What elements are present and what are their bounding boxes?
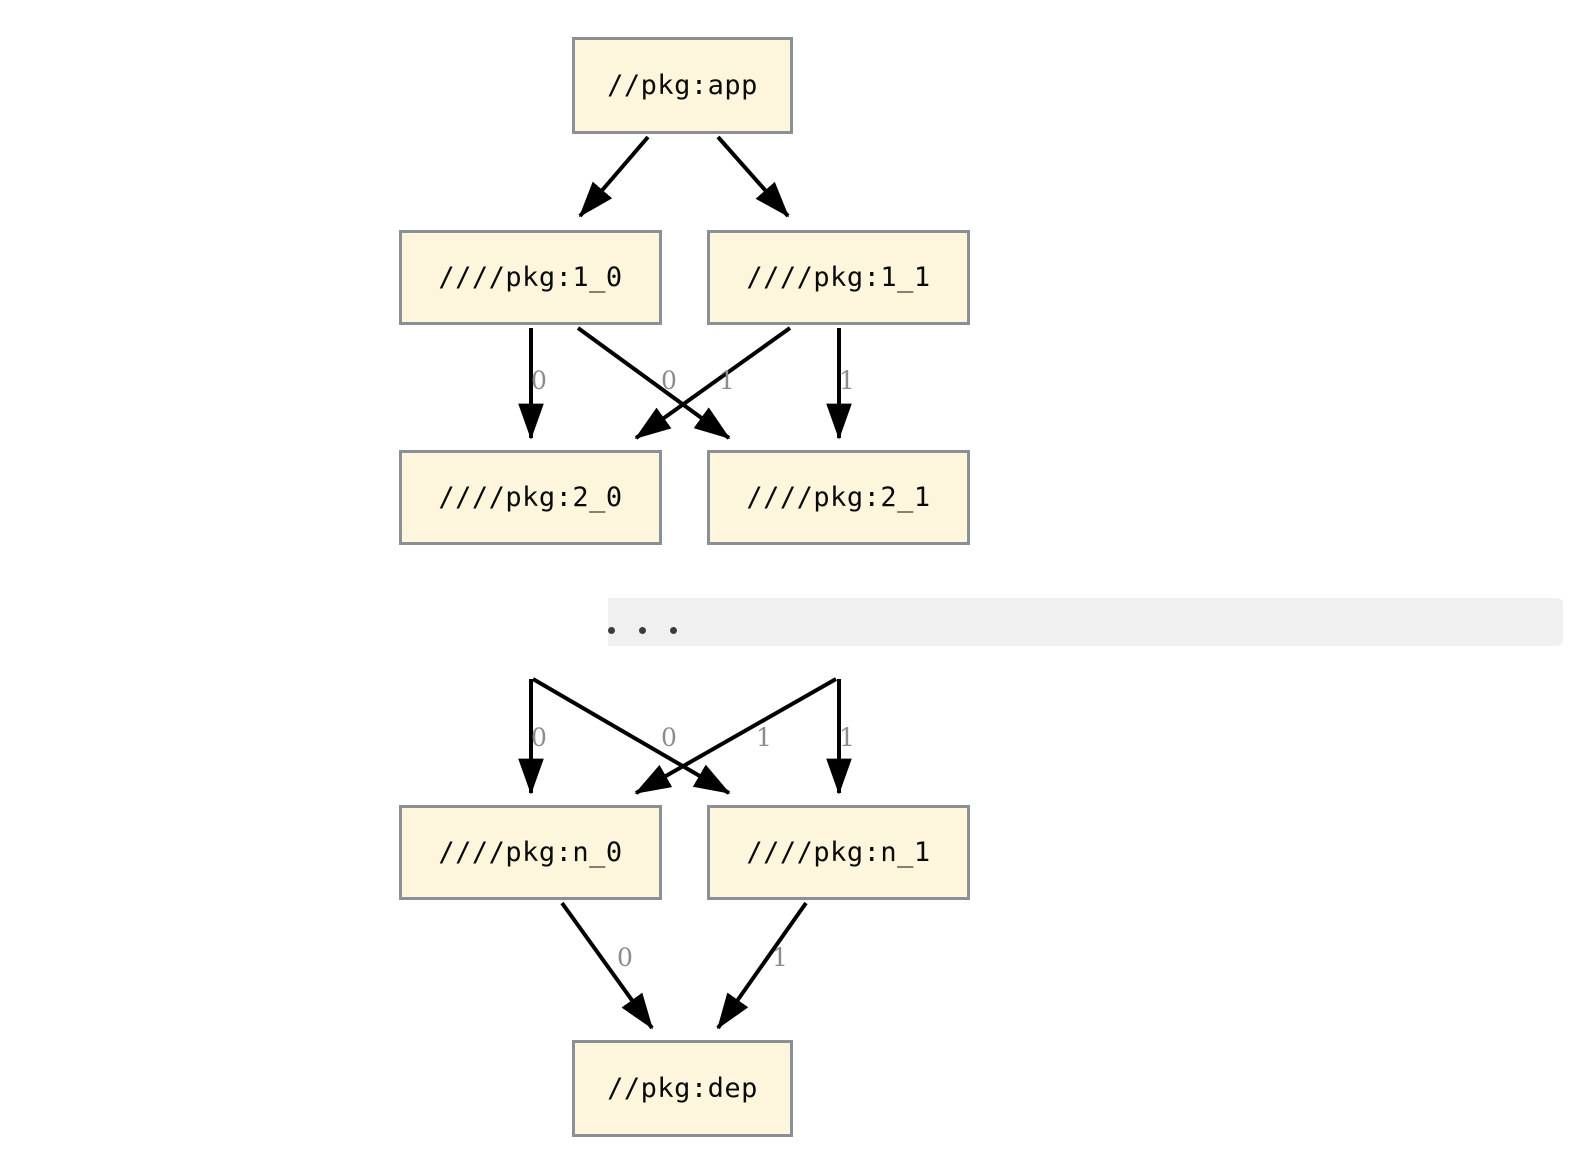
node-pkg-2_0-label: ////pkg:2_0	[438, 482, 623, 513]
edge-label-elided-n_0: 0	[531, 723, 547, 752]
edge-app-to-1_0	[578, 135, 650, 218]
edge-elided-alt-to-n_0	[634, 677, 837, 795]
node-pkg-n_0-label: ////pkg:n_0	[438, 837, 623, 868]
edge-n_1-to-dep	[716, 901, 808, 1030]
edge-label-1_0-2_0: 0	[531, 366, 547, 395]
edge-label-elided-alt-n_0: 1	[756, 723, 772, 752]
node-pkg-n_0[interactable]: ////pkg:n_0	[399, 805, 662, 900]
node-pkg-1_0-label: ////pkg:1_0	[438, 262, 623, 293]
edge-label-1_0-2_1: 0	[661, 366, 677, 395]
node-app[interactable]: //pkg:app	[572, 37, 793, 134]
edge-label-elided-alt-n_1: 1	[839, 723, 855, 752]
node-dep-label: //pkg:dep	[607, 1073, 758, 1104]
node-pkg-1_1[interactable]: ////pkg:1_1	[707, 230, 970, 325]
node-dep[interactable]: //pkg:dep	[572, 1040, 793, 1137]
node-pkg-1_0[interactable]: ////pkg:1_0	[399, 230, 662, 325]
edge-app-to-1_1	[716, 135, 790, 218]
node-pkg-2_1-label: ////pkg:2_1	[746, 482, 931, 513]
edge-label-1_1-2_1: 1	[839, 366, 855, 395]
ellipsis-dot	[670, 627, 677, 634]
edge-n_0-to-dep	[560, 901, 654, 1030]
node-pkg-2_1[interactable]: ////pkg:2_1	[707, 450, 970, 545]
node-pkg-n_1[interactable]: ////pkg:n_1	[707, 805, 970, 900]
node-pkg-n_1-label: ////pkg:n_1	[746, 837, 931, 868]
ellipsis-icon: ...	[600, 610, 720, 640]
elided-levels-band	[608, 598, 1563, 646]
node-app-label: //pkg:app	[607, 70, 758, 101]
edge-1_0-to-2_1	[576, 326, 731, 440]
edge-label-1_1-2_0: 1	[719, 366, 735, 395]
ellipsis-dot	[639, 627, 646, 634]
edge-label-n_0-dep: 0	[617, 943, 633, 972]
edge-label-n_1-dep: 1	[772, 943, 788, 972]
node-pkg-1_1-label: ////pkg:1_1	[746, 262, 931, 293]
edge-1_1-to-2_0	[634, 326, 792, 440]
ellipsis-dot	[608, 627, 615, 634]
edge-label-elided-n_1: 0	[661, 723, 677, 752]
edge-elided-to-n_1	[531, 677, 731, 795]
node-pkg-2_0[interactable]: ////pkg:2_0	[399, 450, 662, 545]
